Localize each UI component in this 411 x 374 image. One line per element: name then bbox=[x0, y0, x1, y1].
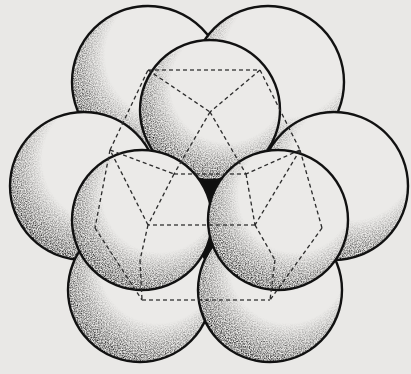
sphere-front-right bbox=[208, 150, 348, 290]
sphere-front-left bbox=[72, 150, 212, 290]
